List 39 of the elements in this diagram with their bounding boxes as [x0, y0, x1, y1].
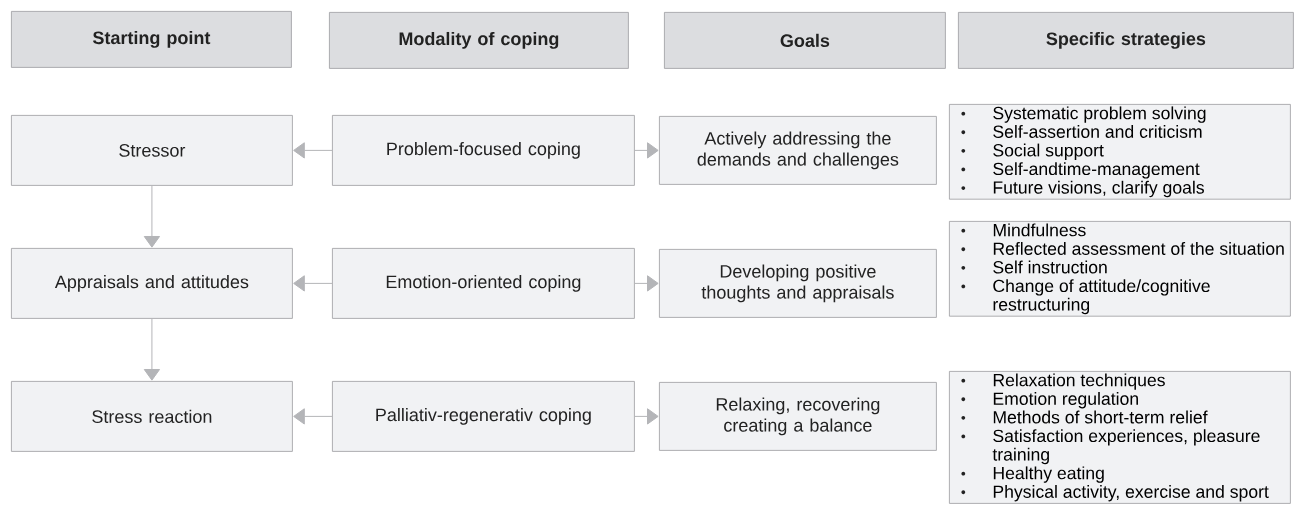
list-item: Emotion regulation — [993, 392, 1138, 409]
list-item: Methods of short-term relief — [993, 410, 1208, 424]
process-box: Relaxing, recovering creating a balance — [659, 382, 937, 451]
process-box: Emotion-oriented coping — [332, 248, 635, 319]
list-item: Future visions, clarify goals — [993, 180, 1204, 198]
arrow — [143, 185, 161, 248]
column-header: Specific strategies — [958, 12, 1294, 69]
strategy-list-box — [949, 371, 1291, 504]
arrow — [143, 318, 161, 381]
list-item: Satisfaction experiences, pleasure training — [992, 429, 1260, 465]
list-item: Social support — [993, 143, 1104, 160]
column-header: Goals — [664, 12, 946, 69]
process-box: Developing positive thoughts and appraisals — [659, 249, 937, 318]
strategy-list-box — [949, 221, 1291, 317]
list-item: Self instruction — [993, 260, 1107, 274]
list-item: Self-assertion and criticism — [993, 125, 1202, 138]
column-header: Modality of coping — [329, 12, 629, 69]
strategy-list-box — [949, 104, 1291, 200]
process-box: Stress reaction — [11, 381, 293, 452]
arrow — [634, 142, 659, 159]
arrow — [634, 275, 659, 292]
arrow — [634, 408, 659, 425]
process-box: Palliativ-regenerativ coping — [332, 381, 635, 452]
list-item: Mindfulness — [993, 223, 1086, 237]
process-box: Appraisals and attitudes — [11, 248, 293, 319]
arrow — [293, 275, 333, 292]
list-item: Change of attitude/cognitive restructuring — [993, 279, 1210, 315]
list-item: Self-andtime-management — [993, 162, 1200, 179]
list-item: Systematic problem solving — [993, 106, 1206, 123]
list-item: Relaxation techniques — [993, 373, 1165, 390]
arrow — [293, 142, 333, 159]
arrow — [293, 408, 333, 425]
process-box: Actively addressing the demands and challenges — [659, 116, 937, 185]
list-item: Reflected assessment of the situation — [993, 242, 1284, 255]
list-item: Physical activity, exercise and sport — [993, 485, 1269, 502]
process-box: Stressor — [11, 115, 293, 186]
column-header: Starting point — [11, 11, 292, 68]
list-item: Healthy eating — [993, 466, 1104, 483]
process-box: Problem-focused coping — [332, 115, 635, 186]
